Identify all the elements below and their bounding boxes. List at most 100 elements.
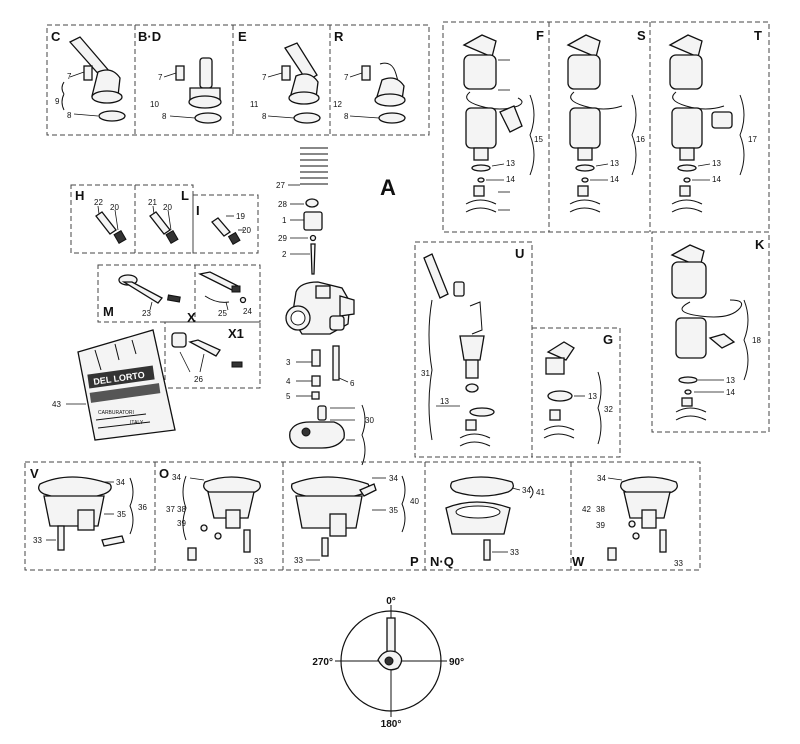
panel-label-m: M bbox=[103, 304, 114, 319]
part-number: 34 bbox=[116, 478, 125, 487]
part-number: 39 bbox=[596, 521, 605, 530]
part-number: 7 bbox=[158, 73, 163, 82]
part-number: 14 bbox=[712, 175, 721, 184]
panel-u: U 31 13 bbox=[414, 241, 533, 458]
panel-label-p: P bbox=[410, 554, 419, 569]
part-number: 8 bbox=[262, 112, 267, 121]
part-number: 14 bbox=[610, 175, 619, 184]
part-number: 14 bbox=[726, 388, 735, 397]
angle-0: 0° bbox=[386, 596, 396, 607]
part-number: 20 bbox=[242, 226, 251, 235]
part-number: 13 bbox=[440, 397, 449, 406]
panel-label-x1: X1 bbox=[228, 326, 244, 341]
panel-label-l: L bbox=[181, 188, 189, 203]
panel-r: R 7 8 12 bbox=[333, 29, 406, 124]
angle-90: 90° bbox=[449, 657, 464, 668]
part-number: 21 bbox=[148, 198, 157, 207]
part-number: 8 bbox=[67, 111, 72, 120]
part-number: 8 bbox=[162, 112, 167, 121]
jet-kit-packet: DEL LORTO CARBURATORI ITALY 43 bbox=[52, 329, 176, 441]
panel-v: V 34 35 36 33 bbox=[30, 466, 147, 551]
panel-label-t: T bbox=[754, 28, 762, 43]
panel-e: E 7 8 11 bbox=[238, 29, 321, 124]
panel-group-bowls: V 34 35 36 33 O 34 bbox=[24, 461, 701, 571]
part-number: 9 bbox=[55, 97, 60, 106]
part-number: 26 bbox=[194, 375, 203, 384]
panel-group-m-x-x1: M 23 X 25 24 X1 26 bbox=[97, 264, 261, 389]
panel-label-nq: N·Q bbox=[430, 554, 454, 569]
part-number: 33 bbox=[33, 536, 42, 545]
part-number: 27 bbox=[276, 181, 285, 190]
part-number: 34 bbox=[597, 474, 606, 483]
panel-c: C 7 8 9 bbox=[51, 29, 126, 122]
part-number: 38 bbox=[177, 505, 186, 514]
part-number: 3 bbox=[286, 358, 291, 367]
part-number: 1 bbox=[282, 216, 287, 225]
part-number: 40 bbox=[410, 497, 419, 506]
panel-label-u: U bbox=[515, 246, 524, 261]
panel-label-i: I bbox=[196, 203, 200, 218]
panel-f: F 13 14 15 bbox=[462, 28, 544, 213]
part-number: 33 bbox=[510, 548, 519, 557]
part-number: 34 bbox=[522, 486, 531, 495]
part-number: 30 bbox=[365, 416, 374, 425]
part-number: 13 bbox=[712, 159, 721, 168]
part-number: 12 bbox=[333, 100, 342, 109]
panel-s: S 13 14 16 bbox=[566, 28, 646, 213]
part-number: 20 bbox=[163, 203, 172, 212]
part-number: 13 bbox=[588, 392, 597, 401]
part-number: 25 bbox=[218, 309, 227, 318]
part-number: 7 bbox=[344, 73, 349, 82]
part-number: 6 bbox=[350, 379, 355, 388]
part-number: 2 bbox=[282, 250, 287, 259]
part-number: 41 bbox=[536, 488, 545, 497]
panel-label-h: H bbox=[75, 188, 84, 203]
panel-label-c: C bbox=[51, 29, 61, 44]
part-number: 16 bbox=[636, 135, 645, 144]
panel-label-r: R bbox=[334, 29, 344, 44]
panel-label-bd: B·D bbox=[138, 29, 161, 44]
angle-270: 270° bbox=[312, 657, 333, 668]
panel-nq: N·Q 34 41 33 bbox=[430, 476, 545, 569]
part-number: 13 bbox=[506, 159, 515, 168]
panel-o: O 34 37 38 39 33 bbox=[159, 466, 263, 566]
part-number: 18 bbox=[752, 336, 761, 345]
part-number: 20 bbox=[110, 203, 119, 212]
panel-group-c-bd-e-r: C 7 8 9 B·D 7 8 10 bbox=[46, 24, 430, 136]
part-number: 4 bbox=[286, 377, 291, 386]
part-number: 7 bbox=[67, 72, 72, 81]
panel-i: I 19 20 bbox=[196, 203, 251, 246]
panel-label-k: K bbox=[755, 237, 765, 252]
part-number: 35 bbox=[117, 510, 126, 519]
panel-label-f: F bbox=[536, 28, 544, 43]
panel-group-h-l-i: H 22 20 L 21 20 I 19 20 bbox=[70, 184, 259, 254]
panel-label-v: V bbox=[30, 466, 39, 481]
part-number: 38 bbox=[596, 505, 605, 514]
angle-180: 180° bbox=[381, 719, 402, 730]
part-number: 31 bbox=[421, 369, 430, 378]
panel-l: L 21 20 bbox=[148, 188, 189, 245]
part-number: 17 bbox=[748, 135, 757, 144]
panel-label-e: E bbox=[238, 29, 247, 44]
part-number: 32 bbox=[604, 405, 613, 414]
carburetor-main-assembly: A 27 28 1 29 2 3 4 bbox=[276, 147, 396, 466]
part-number: 5 bbox=[286, 392, 291, 401]
part-number: 13 bbox=[726, 376, 735, 385]
panel-label-s: S bbox=[637, 28, 646, 43]
part-number: 22 bbox=[94, 198, 103, 207]
panel-t: T 13 14 17 bbox=[668, 28, 762, 213]
panel-bd: B·D 7 8 10 bbox=[138, 29, 222, 124]
part-number: 35 bbox=[389, 506, 398, 515]
panel-w: W 34 42 38 39 33 bbox=[572, 474, 683, 569]
panel-x1: X1 26 bbox=[171, 326, 244, 384]
panel-x: X 25 24 bbox=[187, 271, 252, 325]
panel-g: G 13 32 bbox=[531, 327, 621, 458]
part-number: 10 bbox=[150, 100, 159, 109]
part-number: 28 bbox=[278, 200, 287, 209]
panel-label-g: G bbox=[603, 332, 613, 347]
part-number: 42 bbox=[582, 505, 591, 514]
part-number: 8 bbox=[344, 112, 349, 121]
panel-label-x: X bbox=[187, 310, 196, 325]
part-number: 43 bbox=[52, 400, 61, 409]
panel-h: H 22 20 bbox=[75, 188, 127, 245]
